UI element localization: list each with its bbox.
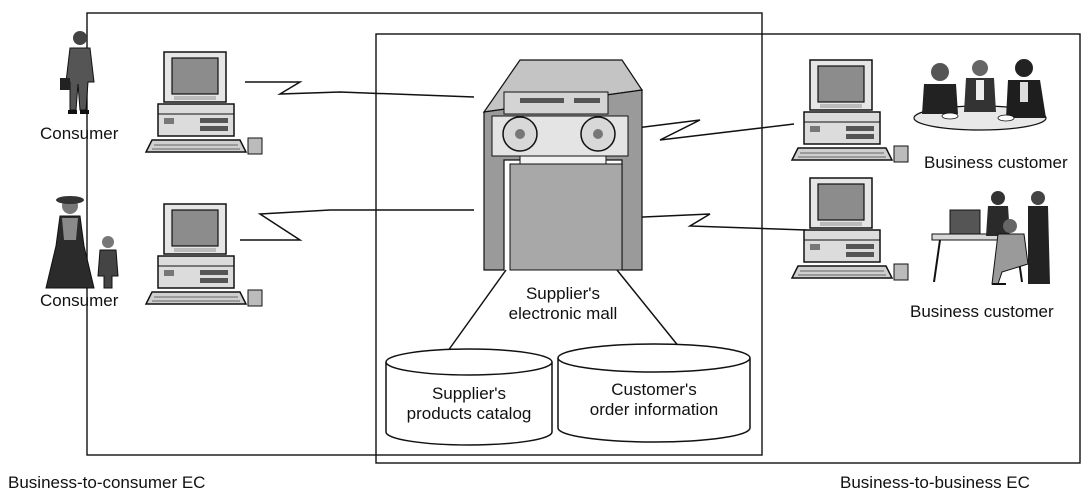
mall-label: Supplier's electronic mall [500, 284, 626, 324]
orders-db-label: Customer's order information [558, 380, 750, 420]
link-business-2 [619, 213, 807, 231]
consumer-1-pc-icon [145, 51, 263, 155]
link-business-1 [619, 119, 795, 141]
consumer-2-pc-icon [145, 203, 263, 307]
catalog-db-label-line2: products catalog [406, 404, 532, 423]
b2c-frame [86, 12, 763, 456]
orders-db-label-line2: order information [589, 400, 719, 419]
consumer-2-label: Consumer [40, 291, 119, 310]
b2b-label: Business-to-business EC [840, 473, 1030, 492]
link-consumer-2 [240, 209, 474, 241]
mall-server [482, 59, 644, 271]
orders-db-label-line1: Customer's [611, 380, 697, 399]
business-customer-1-label: Business customer [924, 153, 1068, 172]
b2c-label: Business-to-consumer EC [8, 473, 206, 492]
link-consumer-1 [245, 81, 475, 98]
consumer-1-person-icon [59, 30, 95, 115]
b2b-frame [375, 33, 1081, 464]
business-1-pc-icon [791, 59, 909, 163]
link-orders [616, 269, 689, 359]
business-customer-2-label: Business customer [910, 302, 1054, 321]
products-catalog-db [385, 348, 553, 446]
business-1-group-icon [913, 58, 1047, 131]
link-catalog [439, 269, 507, 363]
consumer-1-label: Consumer [40, 124, 119, 143]
mall-label-line1: Supplier's [525, 284, 601, 303]
catalog-db-label-line1: Supplier's [431, 384, 507, 403]
business-2-group-icon [931, 190, 1051, 285]
mall-label-line2: electronic mall [508, 304, 618, 323]
consumer-2-person-icon [45, 195, 119, 289]
order-information-db [557, 343, 751, 443]
catalog-db-label: Supplier's products catalog [386, 384, 552, 424]
business-2-pc-icon [791, 177, 909, 281]
